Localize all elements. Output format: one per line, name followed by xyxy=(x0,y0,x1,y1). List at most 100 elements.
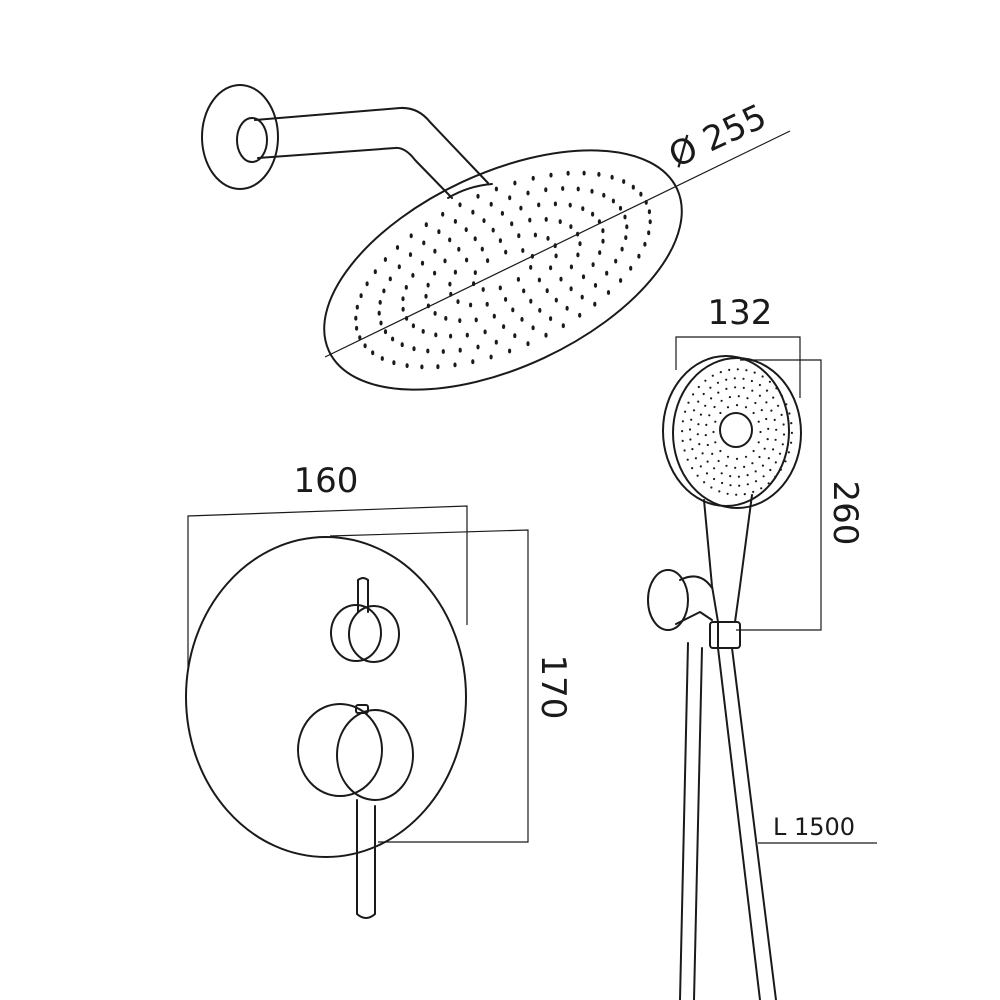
nozzle-dot xyxy=(569,286,573,292)
hand-nozzle-dot xyxy=(760,487,763,490)
nozzle-dot xyxy=(412,346,416,352)
nozzle-dot xyxy=(647,230,651,236)
hand-nozzle-dot xyxy=(720,472,723,475)
nozzle-dot xyxy=(358,335,362,340)
nozzle-dot xyxy=(424,293,428,299)
hand-nozzle-dot xyxy=(689,438,692,441)
nozzle-dot xyxy=(529,298,533,304)
hand-nozzle-dot xyxy=(746,474,749,477)
hand-nozzle-dot xyxy=(787,451,791,454)
nozzle-dot xyxy=(483,329,487,335)
hand-nozzle-dot xyxy=(774,475,777,479)
nozzle-dot xyxy=(489,354,493,360)
nozzle-dot xyxy=(601,228,605,234)
nozzle-dot xyxy=(436,364,440,370)
hand-nozzle-dot xyxy=(738,484,741,487)
hand-nozzle-dot xyxy=(779,468,783,471)
nozzle-dot xyxy=(531,325,535,331)
nozzle-dot xyxy=(511,307,515,313)
nozzle-dot xyxy=(537,277,542,283)
nozzle-dot xyxy=(426,282,430,288)
hand-nozzle-dot xyxy=(737,395,740,398)
nozzle-dot xyxy=(469,302,473,308)
hand-nozzle-dot xyxy=(703,481,706,484)
plate-height-label: 170 xyxy=(533,655,573,720)
nozzle-dot xyxy=(618,205,623,211)
nozzle-dot xyxy=(409,233,413,239)
nozzle-dot xyxy=(453,362,457,368)
hand-nozzle-dot xyxy=(754,470,757,473)
hand-nozzle-dot xyxy=(711,374,714,377)
hand-nozzle-dot xyxy=(710,486,713,489)
nozzle-dot xyxy=(377,310,381,316)
diverter-pin-top xyxy=(357,577,369,581)
nozzle-dot xyxy=(400,342,404,348)
hand-shower-nozzles xyxy=(681,368,794,496)
nozzle-dot xyxy=(565,305,569,311)
hand-nozzle-dot xyxy=(706,443,709,447)
hand-nozzle-dot xyxy=(762,475,765,478)
nozzle-dot xyxy=(449,333,453,339)
hose-right-outer xyxy=(731,647,777,1000)
hose-right-inner xyxy=(717,647,761,1000)
nozzle-dot xyxy=(582,170,586,176)
hand-nozzle-dot xyxy=(717,459,720,463)
nozzle-dot xyxy=(456,299,460,304)
hand-nozzle-dot xyxy=(686,458,689,461)
nozzle-dot xyxy=(491,227,495,233)
hand-nozzle-dot xyxy=(712,430,715,434)
hand-nozzle-dot xyxy=(750,379,754,383)
hand-nozzle-dot xyxy=(746,483,749,486)
nozzle-dot xyxy=(379,320,383,326)
nozzle-dot xyxy=(458,202,462,208)
hand-nozzle-dot xyxy=(770,409,773,412)
nozzle-dot xyxy=(508,348,512,354)
nozzle-dot xyxy=(568,202,572,208)
hand-nozzle-dot xyxy=(778,452,782,455)
hand-nozzle-dot xyxy=(720,399,723,402)
nozzle-dot xyxy=(383,329,388,335)
hand-nozzle-dot xyxy=(698,443,701,446)
hand-nozzle-dot xyxy=(681,439,684,442)
nozzle-dot xyxy=(391,336,395,342)
hand-nozzle-dot xyxy=(788,412,791,415)
nozzle-dot xyxy=(433,248,437,254)
nozzle-dot xyxy=(355,304,359,310)
hand-nozzle-dot xyxy=(696,433,699,436)
nozzle-dot xyxy=(528,217,532,223)
hand-nozzle-dot xyxy=(704,404,707,407)
hand-nozzle-dot xyxy=(696,474,699,477)
hand-nozzle-dot xyxy=(699,413,703,416)
nozzle-dot xyxy=(619,278,623,283)
hand-nozzle-dot xyxy=(729,475,732,478)
hand-nozzle-dot xyxy=(765,417,768,421)
nozzle-dot xyxy=(610,174,614,180)
plate-width-dimension xyxy=(187,505,468,668)
hand-nozzle-dot xyxy=(687,401,690,404)
hand-nozzle-dot xyxy=(784,460,787,463)
arm-joint xyxy=(447,183,493,199)
hand-nozzle-dot xyxy=(725,387,728,390)
nozzle-dot xyxy=(458,318,462,323)
hand-nozzle-dot xyxy=(692,393,695,396)
nozzle-dot xyxy=(576,186,580,192)
hand-nozzle-dot xyxy=(742,377,745,380)
nozzle-dot xyxy=(420,364,424,370)
nozzle-dot xyxy=(465,257,469,263)
nozzle-dot xyxy=(482,218,486,224)
hand-nozzle-dot xyxy=(713,405,716,409)
hand-nozzle-dot xyxy=(767,482,770,485)
nozzle-dot xyxy=(411,273,415,278)
hand-nozzle-dot xyxy=(697,385,700,389)
hand-width-dimension xyxy=(675,336,801,398)
hand-nozzle-dot xyxy=(697,400,700,403)
nozzle-dot xyxy=(593,283,598,288)
nozzle-dot xyxy=(401,296,405,302)
nozzle-dot xyxy=(355,325,359,331)
nozzle-dot xyxy=(397,264,401,270)
nozzle-dot xyxy=(421,329,425,334)
rain-nozzles xyxy=(354,170,652,370)
nozzle-dot xyxy=(622,179,626,184)
hand-nozzle-dot xyxy=(751,389,754,392)
